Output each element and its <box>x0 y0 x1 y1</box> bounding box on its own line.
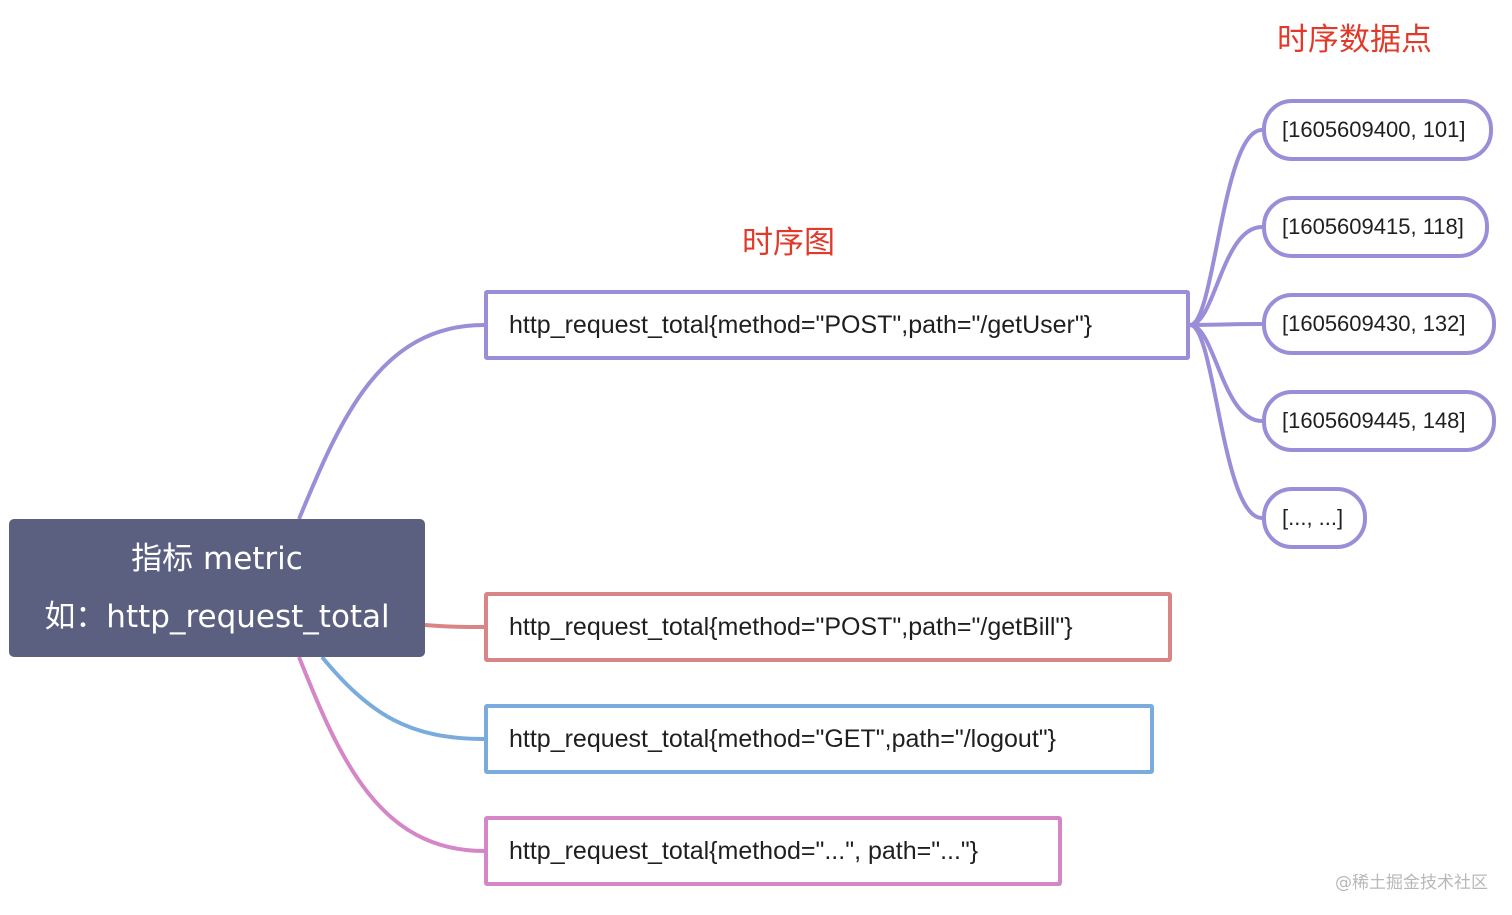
series-node-other[interactable]: http_request_total{method="...", path=".… <box>484 816 1062 886</box>
data-point-node[interactable]: [1605609415, 118] <box>1262 196 1489 258</box>
connector-point-5 <box>1189 323 1263 520</box>
data-point-node[interactable]: [1605609400, 101] <box>1262 99 1493 161</box>
root-metric-example: 如：http_request_total <box>44 599 390 635</box>
series-node-getbill[interactable]: http_request_total{method="POST",path="/… <box>484 592 1172 662</box>
connector-root-series-3 <box>320 655 485 741</box>
connector-point-3 <box>1189 322 1263 327</box>
series-node-getuser[interactable]: http_request_total{method="POST",path="/… <box>484 290 1190 360</box>
data-point-node[interactable]: [1605609430, 132] <box>1262 293 1496 355</box>
time-series-label: 时序图 <box>742 225 835 261</box>
data-points-label: 时序数据点 <box>1277 22 1432 58</box>
connector-root-series-1 <box>297 323 485 520</box>
watermark: @稀土掘金技术社区 <box>1335 873 1488 893</box>
root-metric-title: 指标 metric <box>131 541 303 577</box>
data-point-node[interactable]: [1605609445, 148] <box>1262 390 1496 452</box>
connector-root-series-4 <box>297 656 485 853</box>
connector-root-series-2 <box>424 623 485 629</box>
root-metric-node[interactable]: 指标 metric 如：http_request_total <box>9 519 425 657</box>
connector-point-1 <box>1189 128 1263 327</box>
series-node-logout[interactable]: http_request_total{method="GET",path="/l… <box>484 704 1154 774</box>
data-point-node-ellipsis[interactable]: [..., ...] <box>1262 487 1367 549</box>
connector-point-2 <box>1189 225 1263 327</box>
